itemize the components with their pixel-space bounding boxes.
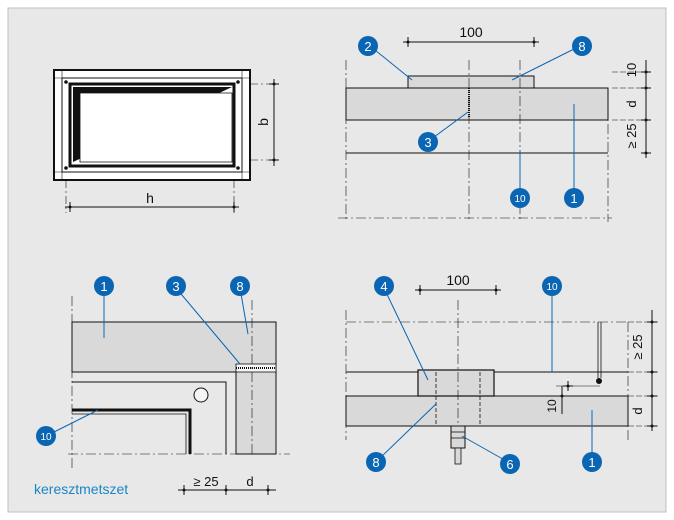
slab-1 [345,87,609,121]
callout-10-label: 10 [40,432,52,443]
dim-ge25-top-label: ≥ 25 [624,123,639,148]
callout-8-label: 8 [578,39,585,54]
dim-100-bottom-label: 100 [446,272,470,288]
line-10 [72,408,192,454]
cover-plate-8 [407,75,535,89]
pipe-circle [193,387,209,403]
dim-10-top-label: 10 [624,63,639,77]
dim-10-bottom-label: 10 [545,399,559,413]
callout-3 [166,276,186,296]
callout-2-label: 2 [364,39,371,54]
callout-3-label: 3 [172,279,179,294]
cover-plate-4 [417,369,495,397]
callout-4 [374,276,394,296]
callout-1 [94,276,114,296]
callout-10-label: 10 [514,194,526,205]
b-label: b [255,118,271,126]
frame-inner [68,82,236,168]
callout-8-label: 8 [236,279,243,294]
frame-window [79,92,233,163]
callout-8 [572,36,592,56]
callout-1 [564,188,584,208]
callout-1-label: 1 [570,191,577,206]
callout-4-label: 4 [380,279,387,294]
callout-2 [358,36,378,56]
dim-d-bottom-left-label: d [246,474,253,489]
callout-10 [36,426,56,446]
panel-cross-section: ≥ 25 d keresztmetszet 1 3 8 10 [34,276,290,497]
panel-section-top-right: 100 10 d ≥ 25 2 8 3 10 1 [338,24,652,222]
callout-8-label: 8 [372,455,379,470]
dim-100-top-label: 100 [459,24,483,40]
callout-3-label: 3 [424,135,431,150]
callout-1 [582,452,602,472]
callout-10 [510,188,530,208]
callout-6-label: 6 [506,457,513,472]
h-label: h [146,190,154,206]
dim-ge25-bottom-left-label: ≥ 25 [193,474,218,489]
callout-10 [542,276,562,296]
panel-section-bottom-right: 100 10 ≥ 25 d 4 10 8 6 1 [345,272,658,474]
callout-8 [230,276,250,296]
callout-8 [366,452,386,472]
callout-1-label: 1 [100,279,107,294]
dim-ge25-right-bottom-label: ≥ 25 [630,334,645,359]
slab-1 [345,395,629,427]
dim-d-right-bottom-label: d [630,407,645,414]
cross-section-caption: keresztmetszet [34,481,128,497]
panel-front-view: h b [53,69,280,213]
callout-10-label: 10 [546,282,558,293]
callout-3 [418,132,438,152]
dim-d-top-label: d [624,100,639,107]
callout-6 [500,454,520,474]
callout-1-label: 1 [588,455,595,470]
